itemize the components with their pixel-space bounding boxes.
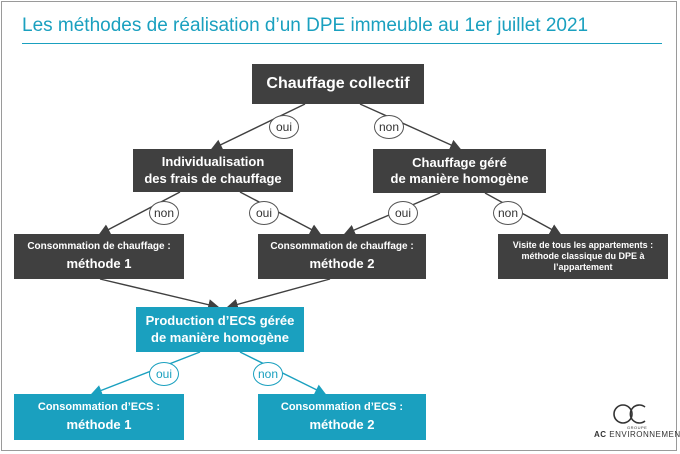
node-conso-ecs-m1-line1: Consommation d’ECS : (37, 401, 161, 413)
badge-non-ecs: non (253, 362, 283, 386)
badge-oui-collectif: oui (269, 115, 299, 139)
node-chauffage-collectif: Chauffage collectif (252, 64, 424, 104)
node-visite: Visite de tous les appartements : méthod… (498, 234, 668, 279)
node-individualisation-line1: Individualisation (161, 154, 265, 170)
node-conso-ecs-m2: Consommation d’ECS : méthode 2 (258, 394, 426, 440)
node-production-ecs-line1: Production d’ECS gérée (145, 313, 295, 329)
node-conso-ecs-m1-line2: méthode 1 (66, 416, 132, 432)
badge-oui-ecs: oui (149, 362, 179, 386)
logo-group-label: GROUPE (627, 425, 648, 430)
node-visite-line3: l’appartement (553, 262, 613, 273)
node-conso-chauffage-m2-line2: méthode 2 (309, 256, 375, 272)
badge-oui-gere: oui (388, 201, 418, 225)
node-conso-ecs-m1: Consommation d’ECS : méthode 1 (14, 394, 184, 440)
logo-brand-bold: AC (594, 430, 607, 439)
badge-non-gere: non (493, 201, 523, 225)
edge-ecs-m1 (90, 351, 201, 396)
node-chauffage-gere-line1: Chauffage géré (412, 154, 507, 170)
edge-m1-ecs (99, 278, 220, 311)
badge-non-individualisation: non (149, 201, 179, 225)
node-visite-line2: méthode classique du DPE à (521, 250, 645, 261)
edge-collectif-individualisation (210, 103, 306, 150)
ac-environnement-logo: GROUPE AC ENVIRONNEMENT (594, 402, 680, 442)
node-conso-ecs-m2-line2: méthode 2 (309, 416, 375, 432)
node-conso-chauffage-m2: Consommation de chauffage : méthode 2 (258, 234, 426, 279)
logo-brand-rest: ENVIRONNEMENT (606, 430, 680, 439)
node-conso-chauffage-m2-line1: Consommation de chauffage : (270, 240, 414, 252)
edge-m2-ecs (226, 278, 331, 310)
node-chauffage-collectif-label: Chauffage collectif (266, 75, 410, 92)
node-chauffage-gere-line2: de manière homogène (390, 171, 529, 186)
node-chauffage-gere: Chauffage géré de manière homogène (373, 149, 546, 193)
logo-brand: AC ENVIRONNEMENT (594, 430, 680, 439)
page-title: Les méthodes de réalisation d’un DPE imm… (22, 15, 589, 36)
node-conso-chauffage-m1-line1: Consommation de chauffage : (27, 240, 171, 252)
node-production-ecs: Production d’ECS gérée de manière homogè… (136, 307, 304, 352)
badge-oui-individualisation: oui (249, 201, 279, 225)
node-conso-chauffage-m1-line2: méthode 1 (66, 256, 132, 272)
edge-collectif-gere (359, 103, 462, 151)
node-visite-line1: Visite de tous les appartements : (512, 239, 654, 250)
node-individualisation-line2: des frais de chauffage (144, 170, 282, 186)
node-individualisation: Individualisation des frais de chauffage (133, 149, 293, 192)
title-underline (22, 43, 662, 44)
node-production-ecs-line2: de manière homogène (151, 329, 289, 345)
node-conso-ecs-m2-line1: Consommation d’ECS : (280, 401, 404, 413)
badge-non-collectif: non (374, 115, 404, 139)
oc-logo-icon (613, 404, 646, 424)
edge-individualisation-m2 (239, 191, 322, 235)
node-conso-chauffage-m1: Consommation de chauffage : méthode 1 (14, 234, 184, 279)
edge-individualisation-m1 (98, 191, 181, 235)
